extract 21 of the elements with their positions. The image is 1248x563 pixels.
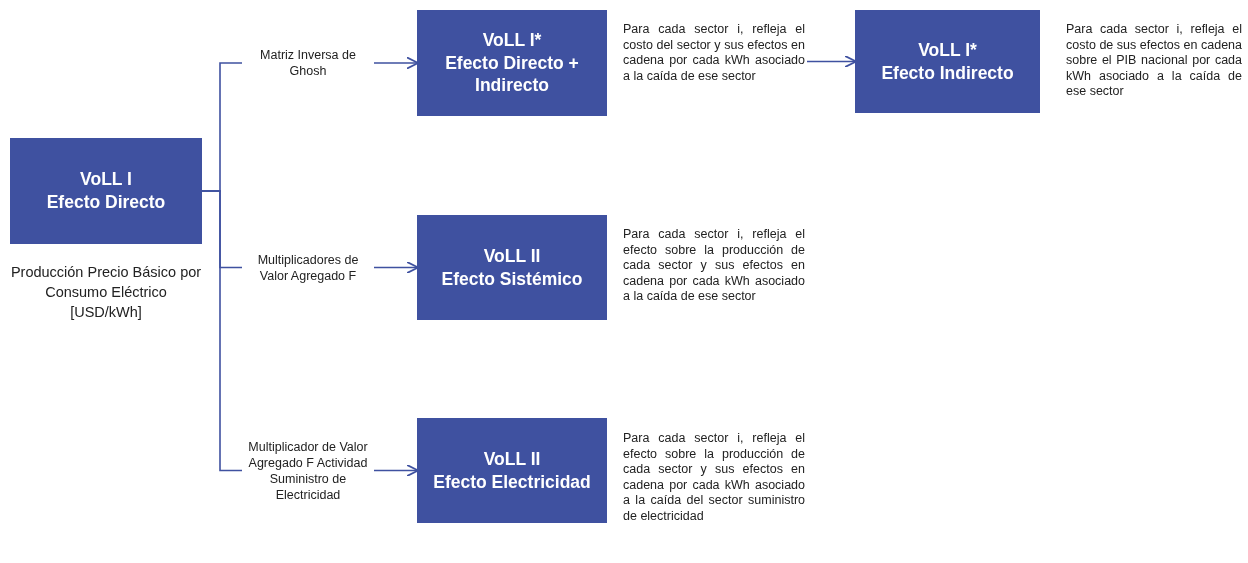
box-title: VoLL I*	[482, 28, 542, 52]
box-title: Efecto Electricidad	[433, 470, 591, 494]
process-box	[855, 10, 1040, 113]
box-title: VoLL II	[483, 447, 541, 471]
description-text: Para cada sector i, refleja el costo del sector y sus efectos en cadena por cada kWh asociado a la caída de ese sector	[623, 22, 805, 84]
box-title: Efecto Directo + Indirecto	[444, 51, 580, 98]
connector-arrow	[806, 55, 857, 68]
description-text: Producción Precio Básico por Consumo Eléctrico [USD/kWh]	[10, 263, 202, 322]
description-text: Para cada sector i, refleja el efecto sobre la producción de cada sector y sus efectos en cadena por cada kWh asociado a la caída del sector suministro de electricidad	[623, 431, 805, 524]
box-title: Efecto Directo	[46, 191, 166, 214]
process-box	[417, 418, 607, 523]
box-title: Efecto Sistémico	[441, 267, 583, 291]
description-text: Para cada sector i, refleja el costo de sus efectos en cadena sobre el PIB nacional por cada kWh asociado a la caída de ese sector	[1066, 22, 1242, 100]
box-title: VoLL I*	[918, 38, 977, 62]
process-box	[417, 215, 607, 320]
process-box	[10, 138, 202, 244]
box-title: VoLL I	[80, 168, 132, 191]
description-text: Para cada sector i, refleja el efecto sobre la producción de cada sector y sus efectos en cadena por cada kWh asociado a la caída de ese sector	[623, 227, 805, 305]
box-title: Efecto Indirecto	[881, 61, 1014, 85]
box-title: VoLL II	[483, 244, 541, 268]
process-box	[417, 10, 607, 116]
